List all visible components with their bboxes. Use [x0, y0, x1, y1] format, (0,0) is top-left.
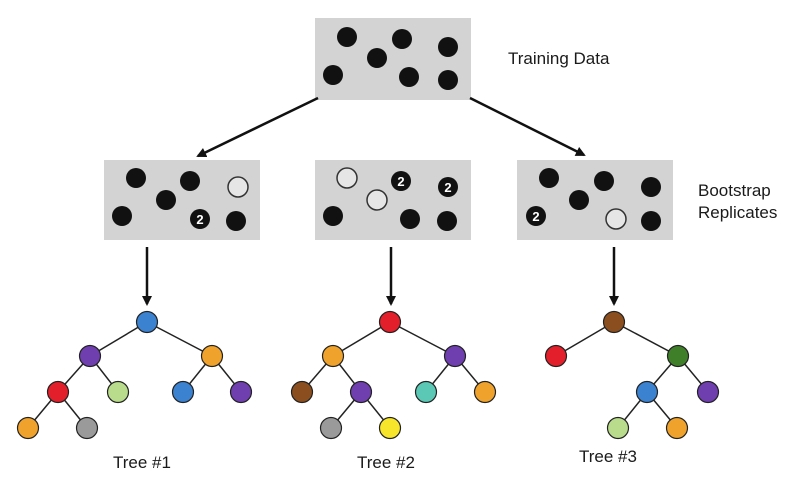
duplicate-count-badge: 2	[196, 212, 203, 227]
duplicate-sample	[190, 209, 210, 229]
tree-node-brown	[602, 310, 626, 334]
duplicate-count-badge: 2	[397, 174, 404, 189]
tree-node-blue	[635, 380, 659, 404]
tree-1	[16, 310, 253, 440]
tree-node-blue	[135, 310, 159, 334]
tree-3	[544, 310, 720, 440]
sample-dot	[126, 168, 146, 188]
sample-dot	[641, 177, 661, 197]
duplicate-count-badge: 2	[444, 180, 451, 195]
sample-dot	[112, 206, 132, 226]
arrow-to-replicate-1	[196, 96, 319, 158]
tree-edges	[301, 321, 486, 429]
sample-dot	[400, 209, 420, 229]
tree-node-purple	[229, 380, 253, 404]
training-data-label: Training Data	[508, 49, 610, 68]
tree-edges	[27, 321, 242, 429]
bootstrap-replicate-1: 2	[104, 160, 260, 240]
sample-dot	[367, 48, 387, 68]
training-data-box	[315, 18, 471, 100]
sample-dot	[323, 206, 343, 226]
duplicate-count-badge: 2	[532, 209, 539, 224]
tree-node-orange	[473, 380, 497, 404]
tree-node-purple	[78, 344, 102, 368]
tree-node-teal	[414, 380, 438, 404]
sample-dot	[226, 211, 246, 231]
tree-node-blue	[171, 380, 195, 404]
left-out-sample	[336, 167, 358, 189]
bootstrap-replicate-2: 2 2	[315, 160, 471, 240]
left-out-sample	[605, 208, 627, 230]
tree-node-orange	[200, 344, 224, 368]
sample-dot	[399, 67, 419, 87]
tree-node-light-green	[106, 380, 130, 404]
tree-node-purple	[696, 380, 720, 404]
tree-2-label: Tree #2	[357, 453, 415, 472]
tree-node-dark-green	[666, 344, 690, 368]
sample-dot	[323, 65, 343, 85]
left-out-sample	[366, 189, 388, 211]
bootstrap-replicate-3: 2	[517, 160, 673, 240]
tree-node-purple	[443, 344, 467, 368]
sample-dot	[594, 171, 614, 191]
sample-dot	[180, 171, 200, 191]
tree-node-purple	[349, 380, 373, 404]
bootstrap-replicates-label: Bootstrap Replicates	[698, 181, 778, 222]
arrow-to-replicate-3	[469, 96, 586, 157]
sample-dot	[437, 211, 457, 231]
tree-1-label: Tree #1	[113, 453, 171, 472]
tree-node-red	[46, 380, 70, 404]
tree-node-brown	[290, 380, 314, 404]
tree-edges	[555, 321, 709, 429]
duplicate-sample	[391, 171, 411, 191]
sample-dot	[641, 211, 661, 231]
sample-dot	[569, 190, 589, 210]
tree-3-label: Tree #3	[579, 447, 637, 466]
duplicate-sample	[526, 206, 546, 226]
sample-dot	[392, 29, 412, 49]
sample-dot	[438, 37, 458, 57]
sample-dot	[337, 27, 357, 47]
sample-dot	[156, 190, 176, 210]
tree-node-light-green	[606, 416, 630, 440]
sample-dot	[539, 168, 559, 188]
left-out-sample	[227, 176, 249, 198]
tree-node-orange	[665, 416, 689, 440]
sample-dot	[438, 70, 458, 90]
tree-node-gray	[75, 416, 99, 440]
duplicate-sample	[438, 177, 458, 197]
tree-2	[290, 310, 497, 440]
tree-node-gray	[319, 416, 343, 440]
tree-node-orange	[321, 344, 345, 368]
tree-node-red	[378, 310, 402, 334]
tree-node-yellow	[378, 416, 402, 440]
tree-node-red	[544, 344, 568, 368]
tree-node-orange	[16, 416, 40, 440]
